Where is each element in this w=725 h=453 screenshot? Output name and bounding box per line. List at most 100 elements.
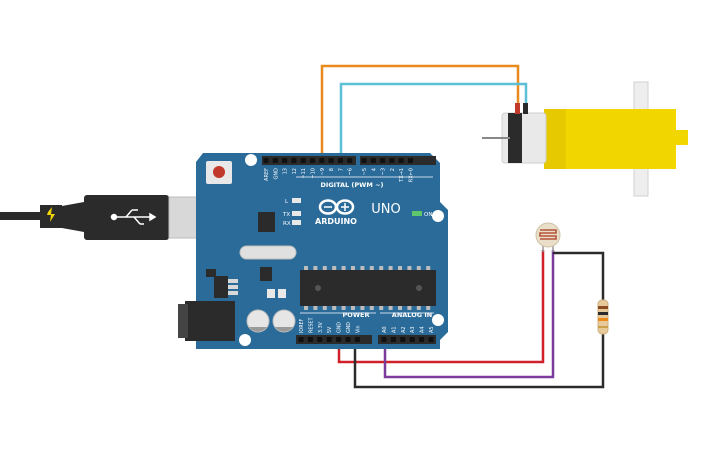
motor-mount-tab <box>633 165 649 197</box>
power-pin-hole[interactable] <box>326 337 332 342</box>
analog-pin-hole[interactable] <box>419 337 425 342</box>
analog-pin-hole[interactable] <box>390 337 396 342</box>
digital-pin-label: 2 <box>390 168 396 171</box>
chip-pin <box>351 266 355 270</box>
analog-pin-hole[interactable] <box>400 337 406 342</box>
wire-black-gnd-resistor[interactable] <box>353 334 605 389</box>
digital-pin-label: ~6 <box>348 168 354 175</box>
digital-pin-hole[interactable] <box>408 158 413 163</box>
motor-terminal-1[interactable] <box>515 103 520 114</box>
digital-pin-holes[interactable] <box>263 158 414 163</box>
digital-pin-hole[interactable] <box>263 158 269 163</box>
chip-pin <box>398 266 402 270</box>
digital-pin-hole[interactable] <box>398 158 404 163</box>
digital-pin-label: 7 <box>338 168 344 171</box>
chip-pin <box>360 306 365 310</box>
digital-pin-label: 13 <box>283 168 289 174</box>
motor-mount-tab <box>633 81 649 113</box>
chip-pin <box>416 306 421 310</box>
capacitor-small <box>278 289 286 298</box>
power-label: POWER <box>343 311 370 319</box>
digital-pin-hole[interactable] <box>328 158 334 163</box>
digital-pin-hole[interactable] <box>361 158 367 163</box>
analog-header <box>378 335 436 344</box>
motor-terminal-2[interactable] <box>523 103 528 114</box>
power-pin-label: GND <box>337 322 343 333</box>
power-pin-hole[interactable] <box>298 337 304 342</box>
chip-pin <box>416 266 421 270</box>
chip-pin <box>379 306 384 310</box>
analog-pin-hole[interactable] <box>428 337 434 342</box>
analog-pin-label: A5 <box>429 326 435 333</box>
power-pin-hole[interactable] <box>354 337 360 342</box>
digital-pin-hole[interactable] <box>291 158 297 163</box>
digital-header-left <box>262 156 356 165</box>
led-tx <box>292 211 301 216</box>
infinity-logo <box>318 199 355 215</box>
analog-pin-label: A1 <box>391 326 397 333</box>
power-pin-label: IOREF <box>299 318 305 333</box>
digital-pin-hole[interactable] <box>380 158 386 163</box>
power-pin-label: 3.3V <box>318 321 324 333</box>
chip-pin <box>341 306 346 310</box>
wire-red-5v-ldr[interactable] <box>337 250 545 364</box>
chip-pin <box>388 266 393 270</box>
chip-pin <box>322 306 327 310</box>
resistor[interactable] <box>597 299 609 335</box>
digital-pin-hole[interactable] <box>337 158 343 163</box>
ldr-trace <box>539 229 557 240</box>
brand-label: ARDUINO <box>315 217 357 226</box>
chip-pin <box>426 306 431 310</box>
mount-hole <box>245 154 257 166</box>
digital-pin-hole[interactable] <box>272 158 278 163</box>
power-pin-holes[interactable] <box>298 337 360 342</box>
analog-pin-label: A3 <box>410 326 416 333</box>
usb-chip <box>258 212 275 232</box>
analog-pin-label: A0 <box>382 326 388 333</box>
digital-pin-hole[interactable] <box>389 158 395 163</box>
digital-pin-hole[interactable] <box>310 158 315 163</box>
digital-pin-label: ~3 <box>381 168 387 175</box>
wire-cyan-pin9-motor[interactable] <box>339 82 528 160</box>
digital-pin-label: 8 <box>329 168 335 171</box>
digital-pin-hole[interactable] <box>300 158 306 163</box>
power-pin-hole[interactable] <box>336 337 342 342</box>
wire-black-ldr-resistor[interactable] <box>553 251 605 300</box>
digital-pin-hole[interactable] <box>319 158 325 163</box>
power-pin-hole[interactable] <box>345 337 351 342</box>
digital-pin-hole[interactable] <box>282 158 288 163</box>
power-pin-hole[interactable] <box>317 337 323 342</box>
chip-pin <box>341 266 346 270</box>
chip-pin <box>379 266 384 270</box>
digital-pin-label: ~10 <box>311 168 317 179</box>
wire-orange-pin10-motor[interactable] <box>320 64 520 160</box>
wire-purple-a0-ldr[interactable] <box>383 250 555 379</box>
power-jack[interactable] <box>185 301 235 341</box>
analog-pin-hole[interactable] <box>381 337 387 342</box>
led-rx <box>292 220 301 225</box>
wires <box>320 64 605 389</box>
power-pin-label: 5V <box>327 326 333 333</box>
analog-label: ANALOG IN <box>392 311 432 319</box>
led-rx-label: RX <box>283 221 291 227</box>
analog-pin-holes[interactable] <box>381 337 434 342</box>
model-label: UNO <box>371 202 400 217</box>
chip-pin <box>388 306 393 310</box>
dc-gear-motor[interactable] <box>482 81 688 197</box>
analog-pin-hole[interactable] <box>409 337 415 342</box>
digital-pin-hole[interactable] <box>370 158 376 163</box>
output-shaft <box>676 130 688 145</box>
crystal <box>239 245 297 260</box>
digital-pin-label: TX→1 <box>399 168 405 183</box>
digital-pin-hole[interactable] <box>347 158 353 163</box>
chip-pin <box>407 266 412 270</box>
digital-header-right <box>360 156 436 165</box>
chip-pin <box>369 266 374 270</box>
photoresistor[interactable] <box>535 222 561 252</box>
power-pin-label: GND <box>346 322 352 333</box>
power-pin-label: Vin <box>355 325 361 333</box>
power-pin-hole[interactable] <box>307 337 313 342</box>
analog-pin-label: A2 <box>401 326 407 333</box>
